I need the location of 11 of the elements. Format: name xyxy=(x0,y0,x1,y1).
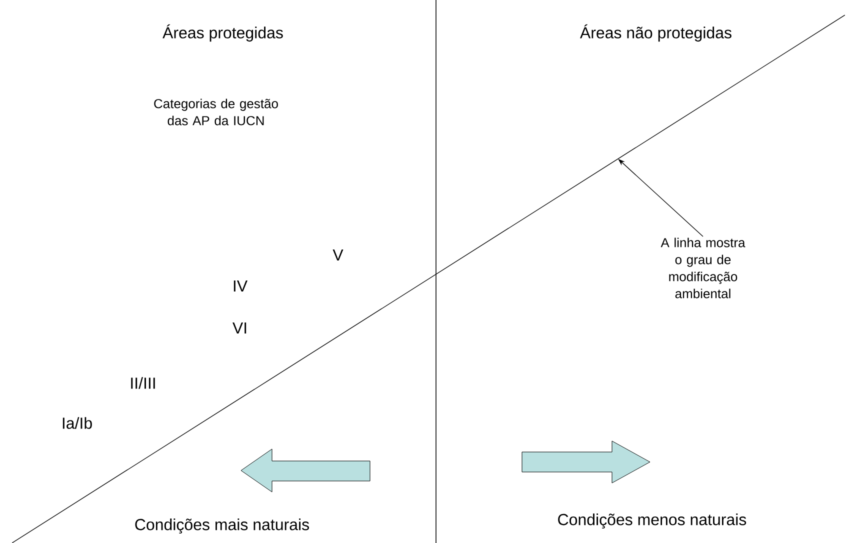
heading: Categorias de gestão das AP da IUCN xyxy=(154,98,278,126)
category-label: II/III xyxy=(131,377,155,389)
heading: Áreas protegidas xyxy=(162,24,283,42)
caption-text: Condições menos naturais xyxy=(558,514,746,528)
modification-line xyxy=(12,14,846,543)
category-label: IV xyxy=(234,280,248,292)
caption-text: Condições mais naturais xyxy=(135,518,309,534)
category-label: V xyxy=(332,250,344,260)
heading: Áreas não protegidas xyxy=(580,24,732,42)
category-label: VI xyxy=(232,322,246,334)
category-label: Ia/Ib xyxy=(62,417,92,429)
